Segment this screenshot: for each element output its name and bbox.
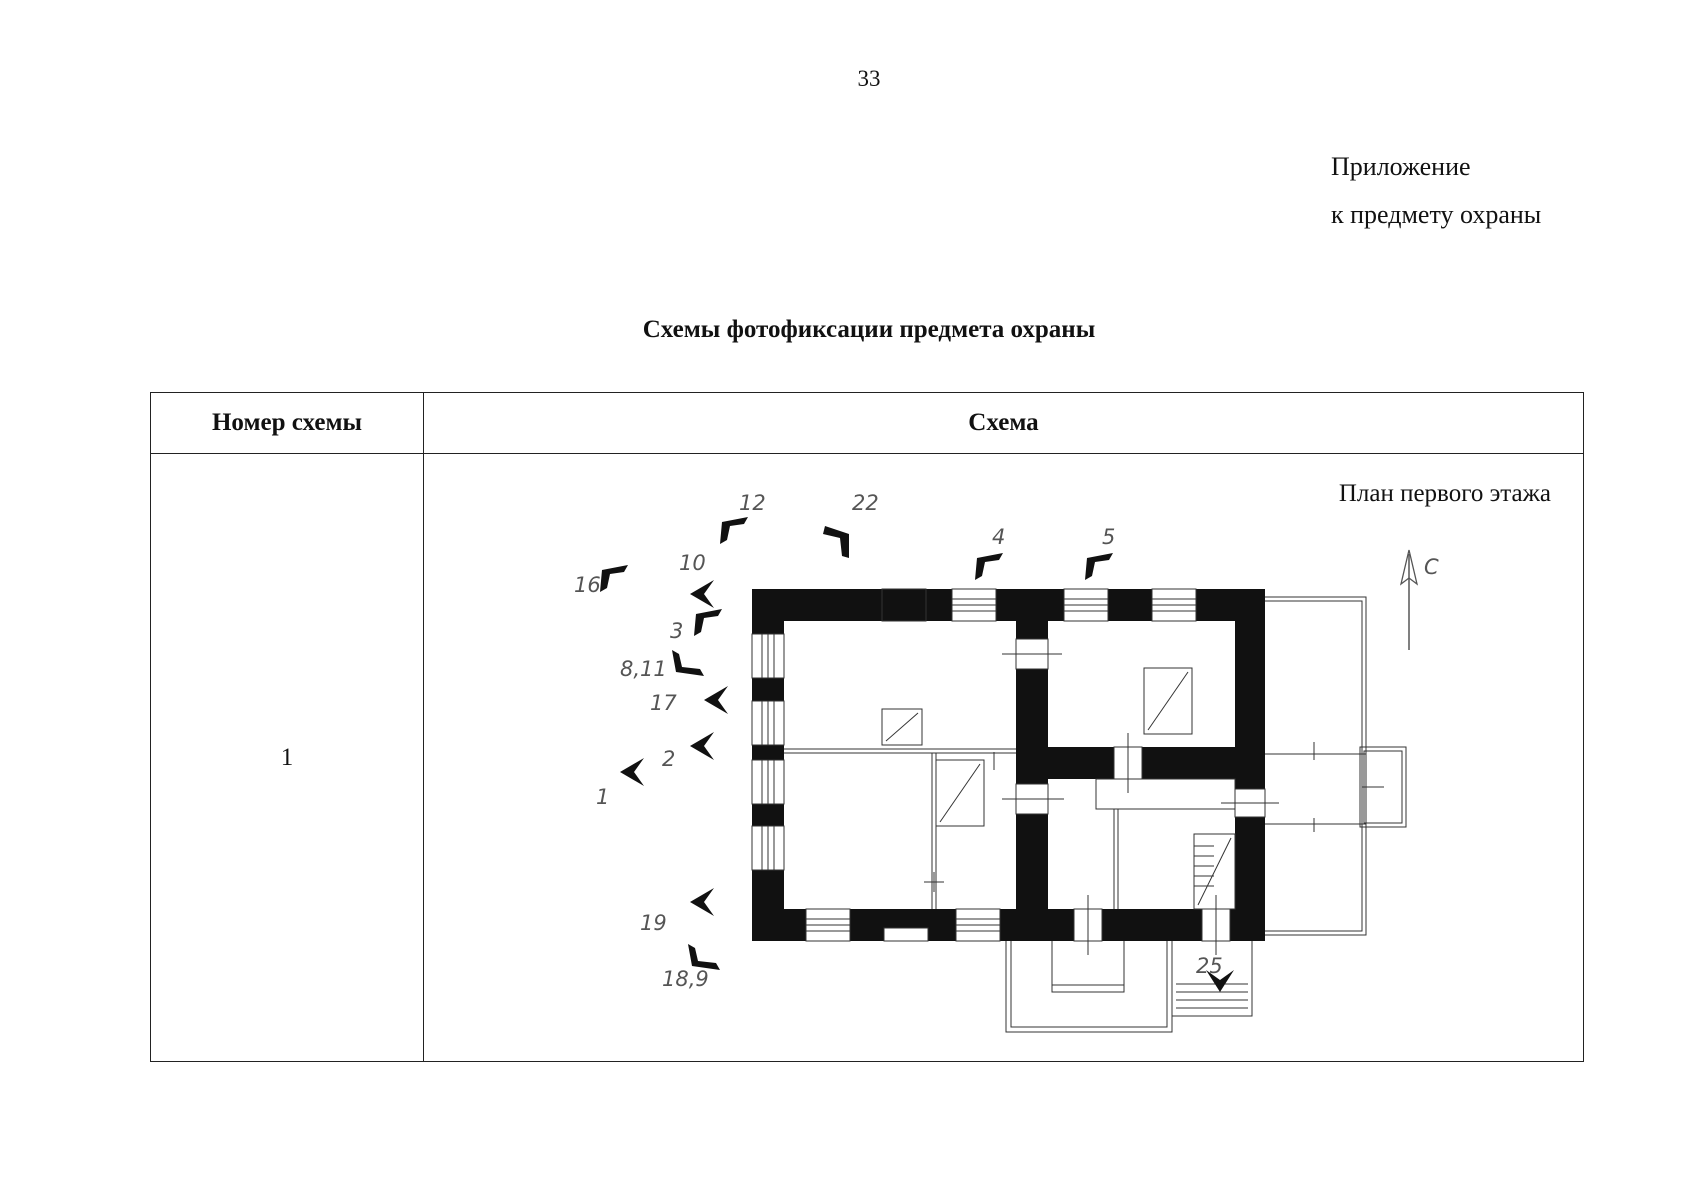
viewpoint-marker: 18,9 bbox=[662, 944, 720, 991]
floor-plan: С 12 22 4 bbox=[574, 491, 1439, 1033]
svg-text:4: 4 bbox=[992, 525, 1005, 549]
appendix-caption: Приложение к предмету охраны bbox=[1331, 143, 1541, 239]
svg-text:12: 12 bbox=[739, 491, 766, 515]
doors bbox=[924, 638, 1279, 955]
viewpoint-marker: 4 bbox=[975, 525, 1005, 580]
svg-text:5: 5 bbox=[1102, 525, 1115, 549]
viewpoint-marker: 2 bbox=[662, 732, 714, 771]
svg-text:19: 19 bbox=[640, 911, 667, 935]
viewpoint-marker: 22 bbox=[823, 491, 879, 558]
plan-title: План первого этажа bbox=[1338, 480, 1551, 507]
north-arrow-icon: С bbox=[1399, 549, 1439, 650]
svg-text:1: 1 bbox=[596, 785, 609, 809]
svg-text:8,11: 8,11 bbox=[620, 657, 667, 681]
porch-south bbox=[1005, 939, 1173, 1033]
viewpoint-marker: 3 bbox=[670, 609, 722, 643]
svg-text:3: 3 bbox=[670, 619, 683, 643]
hatched-window bbox=[881, 588, 927, 622]
viewpoint-marker: 1 bbox=[596, 758, 644, 809]
table-row: 1 План первого этажа bbox=[150, 453, 1584, 1062]
north-label: С bbox=[1424, 555, 1439, 579]
viewpoint-markers: 12 22 4 5 bbox=[574, 491, 1234, 992]
svg-text:2: 2 bbox=[662, 747, 675, 771]
viewpoint-marker: 25 bbox=[1196, 954, 1234, 992]
windows bbox=[751, 588, 1197, 942]
table-header-row: Номер схемы Схема bbox=[150, 392, 1584, 454]
viewpoint-marker: 8,11 bbox=[620, 650, 704, 681]
appendix-line-2: к предмету охраны bbox=[1331, 200, 1542, 229]
viewpoint-marker: 16 bbox=[574, 565, 628, 597]
appendix-line-1: Приложение bbox=[1331, 152, 1471, 181]
header-scheme-number: Номер схемы bbox=[150, 392, 424, 454]
svg-text:18,9: 18,9 bbox=[662, 967, 709, 991]
svg-text:10: 10 bbox=[679, 551, 706, 575]
walls bbox=[752, 589, 1265, 941]
document-title: Схемы фотофиксации предмета охраны bbox=[642, 316, 1096, 343]
viewpoint-marker: 10 bbox=[679, 551, 714, 608]
scheme-number: 1 bbox=[150, 453, 424, 1062]
stoves bbox=[881, 667, 1236, 910]
svg-text:17: 17 bbox=[650, 691, 677, 715]
viewpoint-marker: 17 bbox=[650, 686, 728, 715]
svg-text:25: 25 bbox=[1196, 954, 1223, 978]
viewpoint-marker: 19 bbox=[640, 888, 714, 935]
svg-text:16: 16 bbox=[574, 573, 601, 597]
svg-text:22: 22 bbox=[852, 491, 879, 515]
schemes-table: Номер схемы Схема 1 План первого этажа bbox=[150, 392, 1584, 1062]
viewpoint-marker: 12 bbox=[720, 491, 766, 544]
scheme-cell: План первого этажа bbox=[423, 453, 1584, 1062]
annex-east bbox=[1259, 596, 1407, 936]
header-scheme: Схема bbox=[423, 392, 1584, 454]
page-number: 33 bbox=[857, 66, 881, 91]
viewpoint-marker: 5 bbox=[1085, 525, 1115, 580]
